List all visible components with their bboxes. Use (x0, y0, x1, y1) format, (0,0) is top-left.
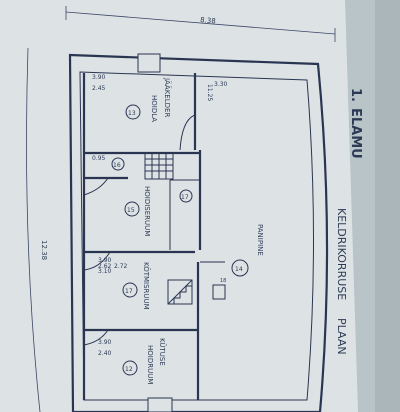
overall-depth-label: 12.38 (40, 240, 48, 260)
heading-number: 1. (348, 88, 363, 102)
room-13-name-2: HOIDLA (150, 95, 158, 122)
fixture (212, 284, 226, 300)
top-dimension: 8.38 (65, 6, 336, 42)
room-16-dim-1: 0.95 (92, 155, 106, 162)
room-13: 13 JÄÄKELDER HOIDLA 3.90 2.45 (92, 74, 172, 122)
room-17-number: 17 (125, 288, 133, 295)
plan-heading: 1. ELAMU KELDRIKORRUSE PLAAN (335, 88, 363, 355)
paper-sheet (0, 0, 358, 412)
room-15: 15 HOIDISERUUM 2.62 2.72 (98, 186, 151, 270)
room-14-name: PANIPINE (256, 224, 264, 256)
room-13-dim-1: 3.90 (92, 74, 106, 81)
room-14-dim-1: 3.30 (214, 81, 228, 88)
hatch-stair (167, 279, 193, 305)
room-17-dim-2: 3.10 (98, 268, 112, 275)
room-12-name-2: HOIDRUUM (146, 345, 154, 384)
room-17-small-number: 17 (181, 194, 189, 201)
room-18-number: 18 (220, 278, 226, 284)
room-12-number: 12 (125, 366, 133, 373)
room-12-dim-2: 2.40 (98, 350, 112, 357)
interior-walls (82, 73, 202, 400)
room-18: 18 (220, 278, 226, 284)
room-15-dim-2: 2.72 (114, 263, 128, 270)
room-12: 12 KÜTUSE HOIDRUUM 3.90 2.40 (98, 338, 167, 384)
room-15-name: HOIDISERUUM (143, 186, 151, 236)
entrance-bottom (147, 397, 173, 412)
room-16-number: 16 (113, 162, 121, 169)
room-14: 14 PANIPINE 3.30 11.25 (206, 81, 264, 277)
room-14-dim-2: 11.25 (206, 84, 213, 101)
subtitle-2: PLAAN (335, 318, 348, 355)
room-13-name: JÄÄKELDER (163, 77, 172, 117)
subtitle-1: KELDRIKORRUSE (335, 208, 348, 300)
room-13-dim-2: 2.45 (92, 85, 106, 92)
room-14-number: 14 (235, 266, 243, 273)
door-swings (83, 114, 225, 346)
room-16: 16 0.95 (92, 155, 125, 171)
room-15-dim-1: 2.62 (98, 263, 112, 270)
entrance-top (137, 53, 161, 73)
overall-width-label: 8.38 (200, 16, 216, 25)
room-17-dim-1: 3.90 (98, 257, 112, 264)
room-12-dim-1: 3.90 (98, 339, 112, 346)
room-17: 17 KÕTMISRUUM 3.90 3.10 (98, 257, 151, 310)
room-13-number: 13 (128, 110, 136, 117)
paper-shadow-edge (375, 0, 400, 412)
left-dimension: 12.38 (26, 47, 48, 412)
inner-wall (79, 71, 314, 401)
room-15-number: 15 (127, 207, 135, 214)
room-17-name: KÕTMISRUUM (142, 262, 151, 310)
room-17-small: 17 (179, 189, 193, 203)
room-12-name: KÜTUSE (158, 338, 167, 366)
staircase (144, 152, 174, 180)
outer-wall (68, 53, 329, 412)
heading-title: ELAMU (348, 108, 363, 159)
